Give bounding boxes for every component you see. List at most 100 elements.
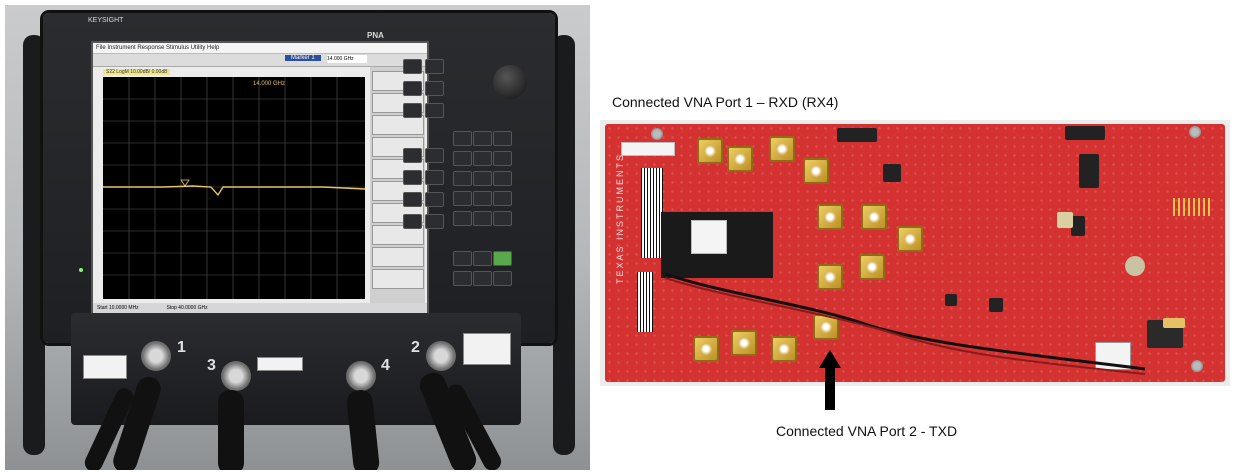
plot-grid bbox=[103, 77, 365, 299]
hardkey bbox=[425, 148, 444, 163]
port-label-1: 1 bbox=[177, 339, 186, 356]
preset-key bbox=[493, 251, 512, 266]
start-freq: Start 10.0000 MHz bbox=[97, 305, 139, 311]
hardkey bbox=[473, 251, 492, 266]
sma-connector bbox=[731, 330, 757, 356]
hardkey bbox=[403, 81, 422, 96]
hardkey bbox=[425, 103, 444, 118]
hardkey bbox=[403, 59, 422, 74]
screen-toolbar: Marker 1 14.000 GHz bbox=[93, 54, 427, 67]
marker-value: 14.000 GHz bbox=[327, 55, 367, 63]
hardkey bbox=[453, 191, 472, 206]
hardkey bbox=[473, 131, 492, 146]
hardkey bbox=[403, 192, 422, 207]
trace-plot-svg: 14.000 GHz bbox=[103, 77, 366, 299]
vna-screen: File Instrument Response Stimulus Utilit… bbox=[91, 41, 429, 315]
vna-left-handle bbox=[23, 35, 45, 455]
coax-port-1 bbox=[141, 341, 171, 371]
hardkey bbox=[425, 192, 444, 207]
port-label-2: 2 bbox=[411, 339, 420, 356]
arrow-shaft bbox=[825, 366, 835, 410]
coax-port-2 bbox=[426, 341, 456, 371]
rotary-knob bbox=[493, 65, 527, 99]
sma-connector bbox=[861, 204, 887, 230]
sma-connector bbox=[817, 204, 843, 230]
instrument-sticker bbox=[83, 355, 127, 379]
screw-hole bbox=[1191, 360, 1203, 372]
pushbutton bbox=[1125, 256, 1145, 276]
hardkey bbox=[425, 170, 444, 185]
pin-header bbox=[1065, 126, 1105, 140]
arrow-up-icon bbox=[819, 350, 841, 368]
instrument-sticker bbox=[257, 357, 303, 371]
hardkey bbox=[403, 103, 422, 118]
ic-chip bbox=[1071, 216, 1085, 236]
instrument-sticker bbox=[463, 333, 511, 365]
softkey bbox=[372, 115, 424, 135]
vna-photo: KEYSIGHT PNA File Instrument Response St… bbox=[5, 5, 590, 470]
hardkey bbox=[473, 271, 492, 286]
marker-triangle bbox=[180, 179, 190, 187]
port-label-4: 4 bbox=[381, 357, 390, 374]
ic-chip bbox=[1079, 154, 1099, 188]
coax-cable bbox=[218, 390, 244, 470]
hardkey bbox=[493, 191, 512, 206]
fuse bbox=[1163, 318, 1185, 328]
hardkey bbox=[425, 59, 444, 74]
hardkey bbox=[453, 131, 472, 146]
sma-connector bbox=[697, 138, 723, 164]
qr-sticker bbox=[691, 220, 727, 254]
hardkey bbox=[453, 151, 472, 166]
sma-connector bbox=[897, 226, 923, 252]
hardkey bbox=[453, 211, 472, 226]
barcode-label bbox=[637, 272, 653, 332]
model-label: PNA bbox=[367, 31, 384, 40]
hardkey bbox=[453, 251, 472, 266]
screw-hole bbox=[651, 128, 663, 140]
serial-sticker bbox=[621, 142, 675, 156]
hardkey bbox=[493, 171, 512, 186]
capacitor bbox=[1057, 212, 1073, 228]
hardkey bbox=[425, 81, 444, 96]
vna-right-handle bbox=[553, 35, 575, 455]
hardkey bbox=[473, 171, 492, 186]
ic-chip bbox=[945, 294, 957, 306]
hardkey bbox=[403, 170, 422, 185]
sma-connector bbox=[803, 158, 829, 184]
sma-connector bbox=[771, 336, 797, 362]
hardkey bbox=[425, 214, 444, 229]
screen-menubar: File Instrument Response Stimulus Utilit… bbox=[93, 43, 427, 54]
stop-freq: Stop 40.0000 GHz bbox=[166, 305, 208, 311]
cable-wire bbox=[664, 272, 1146, 375]
pin-header bbox=[837, 128, 877, 142]
sma-connector bbox=[817, 264, 843, 290]
hardkey bbox=[473, 151, 492, 166]
hardkey bbox=[403, 148, 422, 163]
marker-readout: 14.000 GHz bbox=[253, 81, 285, 87]
caption-port1: Connected VNA Port 1 – RXD (RX4) bbox=[612, 94, 839, 110]
barcode-label bbox=[641, 168, 663, 258]
sma-connector bbox=[769, 136, 795, 162]
trace-line bbox=[103, 185, 366, 197]
power-led bbox=[79, 268, 83, 272]
gold-header bbox=[1173, 198, 1213, 216]
hardkey bbox=[403, 214, 422, 229]
softkey bbox=[372, 269, 424, 289]
evm-board: TEXAS INSTRUMENTS bbox=[605, 124, 1225, 382]
ic-chip bbox=[883, 164, 901, 182]
vna-front-panel: KEYSIGHT PNA File Instrument Response St… bbox=[43, 13, 555, 343]
trace-plot: 14.000 GHz bbox=[103, 77, 366, 299]
hardkey bbox=[453, 171, 472, 186]
softkey bbox=[372, 225, 424, 245]
hardkey bbox=[493, 131, 512, 146]
hardkey bbox=[473, 191, 492, 206]
hardkey bbox=[493, 211, 512, 226]
screen-statusbar: Start 10.0000 MHz Stop 40.0000 GHz bbox=[93, 303, 427, 313]
sma-connector bbox=[859, 254, 885, 280]
coax-port-3 bbox=[221, 361, 251, 391]
hardkey bbox=[453, 271, 472, 286]
sma-connector bbox=[693, 336, 719, 362]
hardkey bbox=[493, 151, 512, 166]
coax-port-4 bbox=[346, 361, 376, 391]
ic-chip bbox=[989, 298, 1003, 312]
